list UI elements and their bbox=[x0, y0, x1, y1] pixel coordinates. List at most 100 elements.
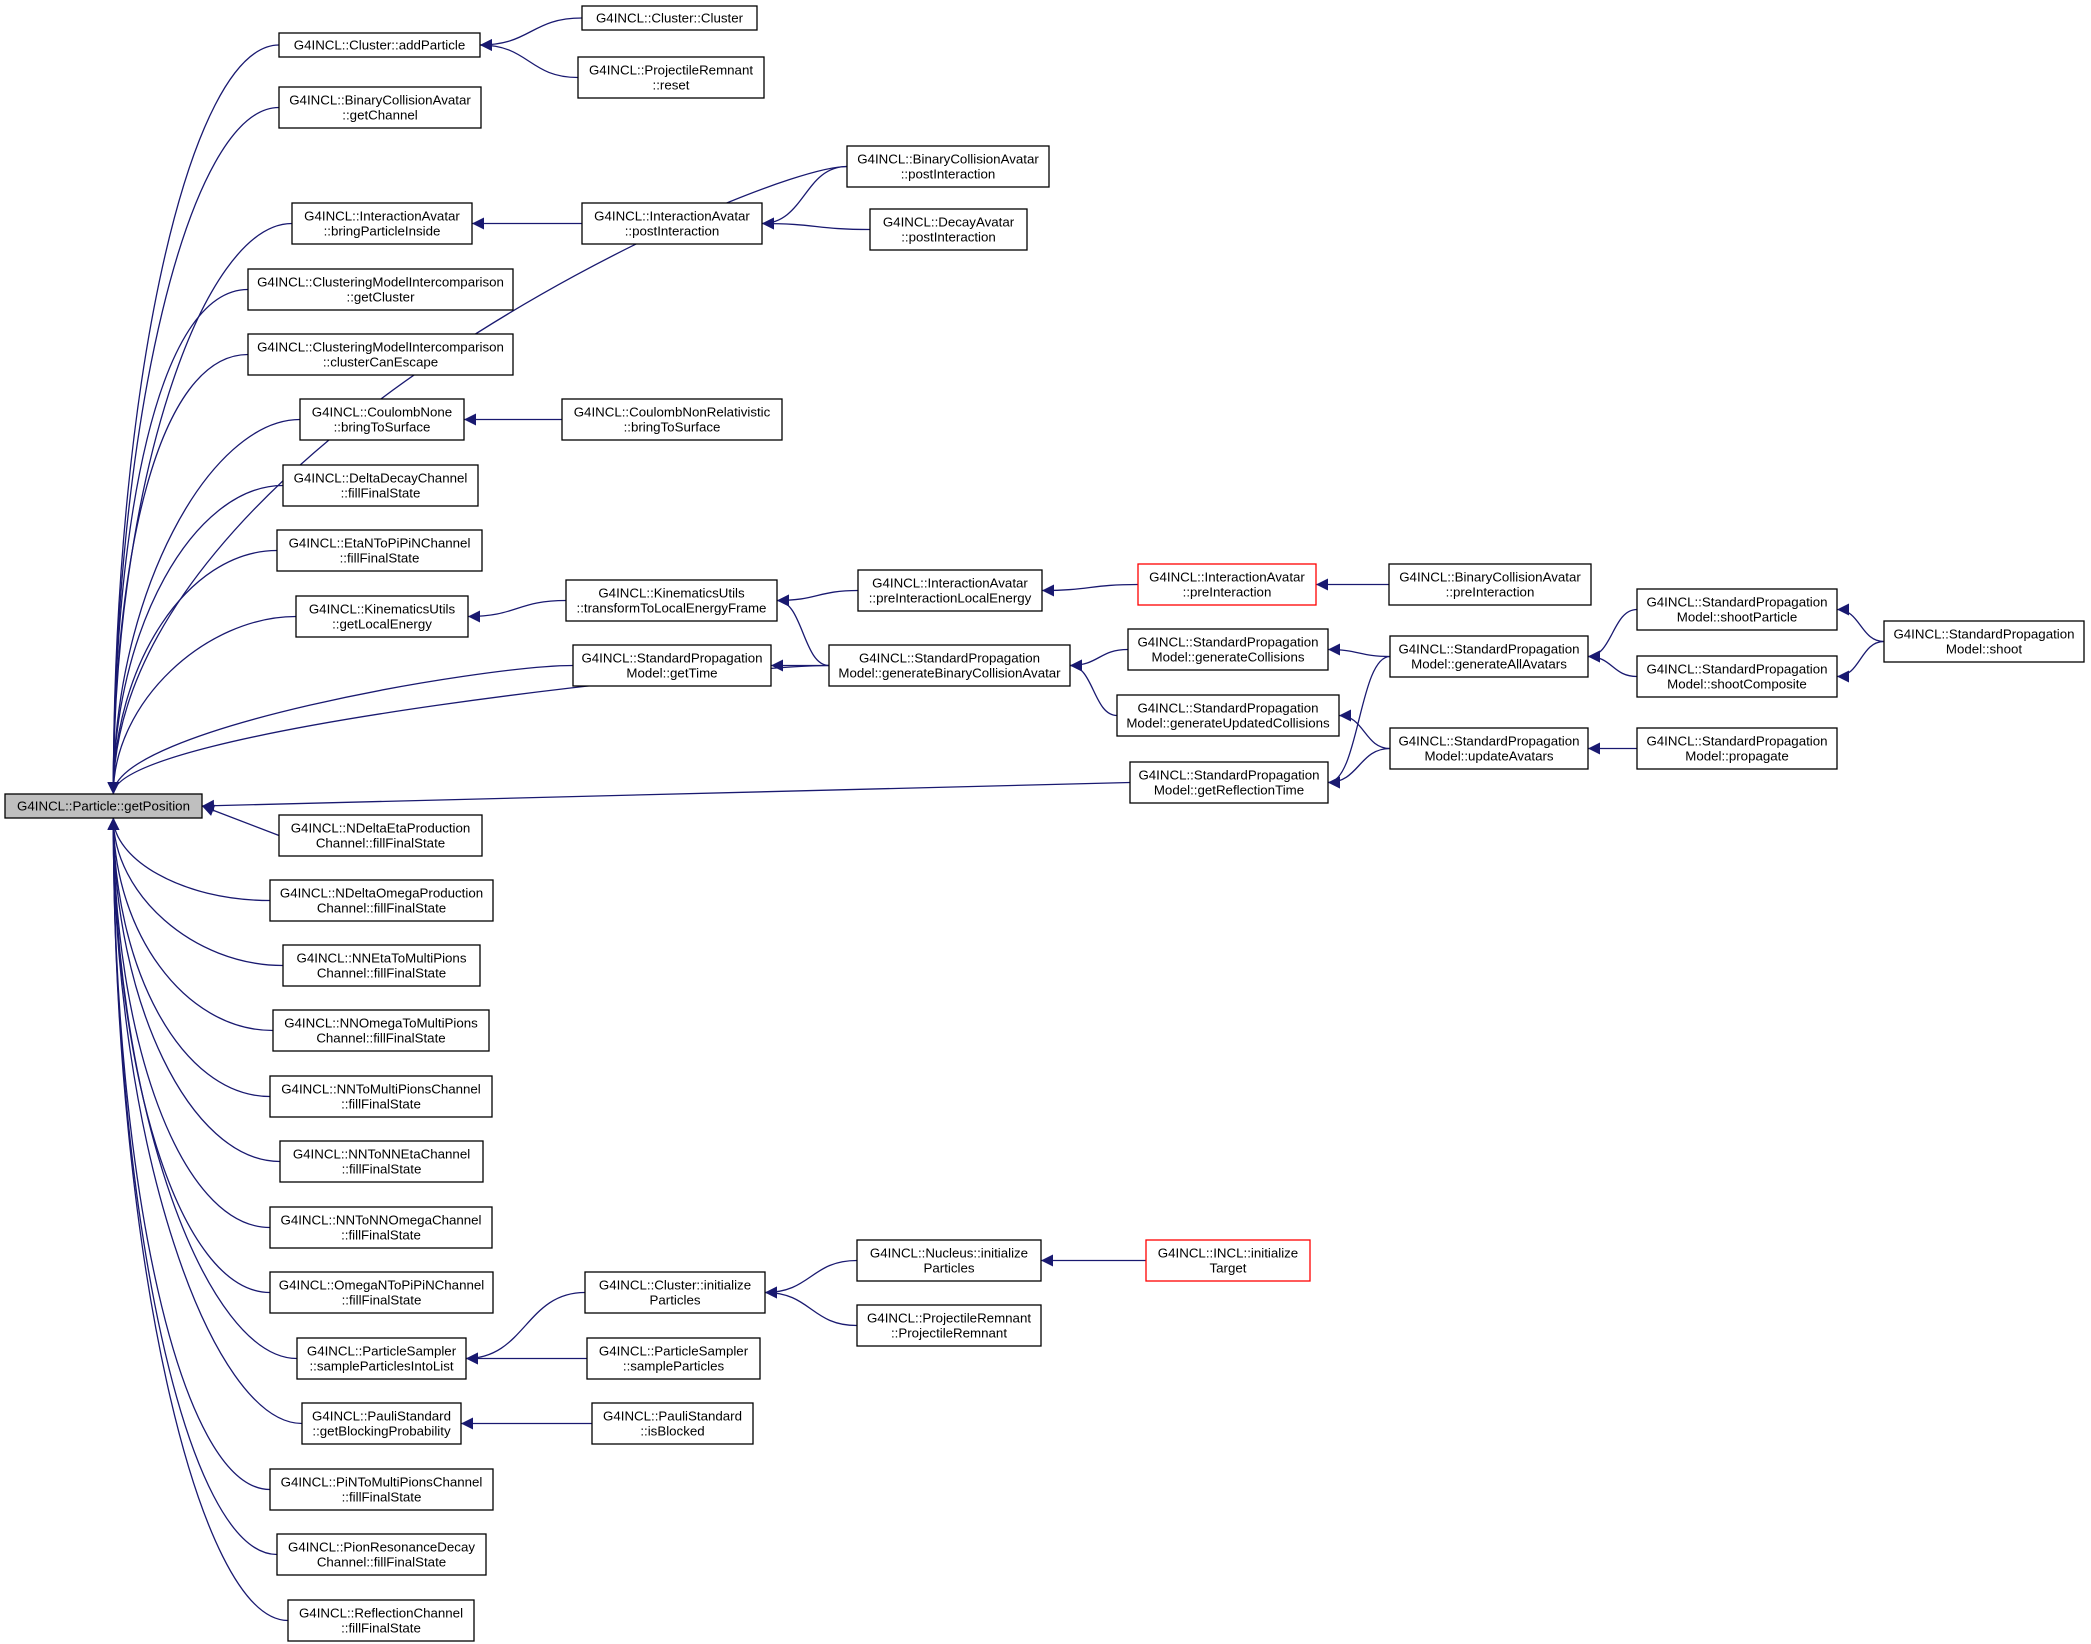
edge-prReset-to-addParticle bbox=[479, 39, 579, 79]
node-label: Model::generateUpdatedCollisions bbox=[1126, 716, 1330, 731]
node-kuTransform[interactable]: G4INCL::KinematicsUtils::transformToLoca… bbox=[565, 579, 778, 622]
node-label: G4INCL::Cluster::Cluster bbox=[596, 11, 744, 26]
node-label: ::bringToSurface bbox=[334, 420, 431, 435]
node-iaPreInteraction[interactable]: G4INCL::InteractionAvatar::preInteractio… bbox=[1137, 563, 1317, 606]
node-piNToMultiPions[interactable]: G4INCL::PiNToMultiPionsChannel::fillFina… bbox=[269, 1468, 494, 1511]
node-label: G4INCL::ProjectileRemnant bbox=[867, 1311, 1031, 1326]
node-clusterCtor[interactable]: G4INCL::Cluster::Cluster bbox=[581, 5, 758, 31]
node-ndEtaProd[interactable]: G4INCL::NDeltaEtaProductionChannel::fill… bbox=[278, 814, 483, 857]
node-label: Model::propagate bbox=[1685, 749, 1789, 764]
node-label: G4INCL::StandardPropagation bbox=[1137, 635, 1318, 650]
node-label: ::bringParticleInside bbox=[324, 224, 441, 239]
node-box bbox=[276, 1533, 487, 1576]
node-label: G4INCL::NNOmegaToMultiPions bbox=[284, 1016, 478, 1031]
node-ndOmegaProd[interactable]: G4INCL::NDeltaOmegaProductionChannel::fi… bbox=[269, 879, 494, 922]
node-cnrBringToSurface[interactable]: G4INCL::CoulombNonRelativistic::bringToS… bbox=[561, 398, 783, 441]
node-label: G4INCL::INCL::initialize bbox=[1158, 1246, 1298, 1261]
node-label: G4INCL::CoulombNonRelativistic bbox=[574, 405, 771, 420]
node-box bbox=[269, 1075, 493, 1118]
node-iaPostInteraction[interactable]: G4INCL::InteractionAvatar::postInteracti… bbox=[581, 202, 763, 245]
node-kuGetLocalEnergy[interactable]: G4INCL::KinematicsUtils::getLocalEnergy bbox=[295, 595, 469, 638]
node-spmGetTime[interactable]: G4INCL::StandardPropagationModel::getTim… bbox=[572, 644, 772, 687]
node-spmUpdateAvatars[interactable]: G4INCL::StandardPropagationModel::update… bbox=[1389, 727, 1589, 770]
node-pauliIsBlocked[interactable]: G4INCL::PauliStandard::isBlocked bbox=[591, 1402, 754, 1445]
node-omegaNToPiPiN[interactable]: G4INCL::OmegaNToPiPiNChannel::fillFinalS… bbox=[269, 1271, 494, 1314]
edge-spmGetTime-to-getPosition bbox=[107, 664, 574, 795]
node-etaNToPiPiN[interactable]: G4INCL::EtaNToPiPiNChannel::fillFinalSta… bbox=[276, 529, 483, 572]
node-box bbox=[586, 1337, 761, 1380]
node-spmShootComposite[interactable]: G4INCL::StandardPropagationModel::shootC… bbox=[1636, 655, 1838, 698]
node-prReset[interactable]: G4INCL::ProjectileRemnant::reset bbox=[577, 56, 765, 99]
node-psSampleParticlesIntoList[interactable]: G4INCL::ParticleSampler::sampleParticles… bbox=[296, 1337, 467, 1380]
node-box bbox=[869, 208, 1028, 251]
node-iaPreInteractionLocalEnergy[interactable]: G4INCL::InteractionAvatar::preInteractio… bbox=[857, 569, 1043, 612]
node-spmGenCollisions[interactable]: G4INCL::StandardPropagationModel::genera… bbox=[1127, 628, 1329, 671]
node-spmGenBCA[interactable]: G4INCL::StandardPropagationModel::genera… bbox=[828, 644, 1071, 687]
node-label: G4INCL::OmegaNToPiPiNChannel bbox=[279, 1278, 484, 1293]
node-label: ::fillFinalState bbox=[341, 1228, 421, 1243]
node-label: Model::generateBinaryCollisionAvatar bbox=[838, 666, 1061, 681]
node-cmiClusterCanEscape[interactable]: G4INCL::ClusteringModelIntercomparison::… bbox=[247, 333, 514, 376]
node-label: ::fillFinalState bbox=[340, 551, 420, 566]
node-label: G4INCL::StandardPropagation bbox=[581, 651, 762, 666]
node-spmShootParticle[interactable]: G4INCL::StandardPropagationModel::shootP… bbox=[1636, 588, 1838, 631]
node-nnToMultiPions[interactable]: G4INCL::NNToMultiPionsChannel::fillFinal… bbox=[269, 1075, 493, 1118]
node-label: G4INCL::StandardPropagation bbox=[1398, 734, 1579, 749]
edge-spmUpdateAvatars-to-spmGetReflectionTime bbox=[1327, 747, 1391, 789]
node-box bbox=[278, 86, 482, 129]
node-box bbox=[577, 56, 765, 99]
node-nnEtaToMultiPions[interactable]: G4INCL::NNEtaToMultiPionsChannel::fillFi… bbox=[282, 944, 481, 987]
edge-spmUpdateAvatars-to-spmGenUpdatedCollisions bbox=[1338, 709, 1391, 750]
node-box bbox=[1389, 635, 1589, 678]
node-cmiGetCluster[interactable]: G4INCL::ClusteringModelIntercomparison::… bbox=[247, 268, 514, 311]
node-psSampleParticles[interactable]: G4INCL::ParticleSampler::sampleParticles bbox=[586, 1337, 761, 1380]
node-box bbox=[269, 879, 494, 922]
node-box bbox=[291, 202, 473, 245]
node-label: G4INCL::InteractionAvatar bbox=[872, 576, 1028, 591]
node-nnOmegaToMultiPions[interactable]: G4INCL::NNOmegaToMultiPionsChannel::fill… bbox=[272, 1009, 490, 1052]
node-iaBringParticleInside[interactable]: G4INCL::InteractionAvatar::bringParticle… bbox=[291, 202, 473, 245]
node-bcaPostInteraction[interactable]: G4INCL::BinaryCollisionAvatar::postInter… bbox=[846, 145, 1050, 188]
node-box bbox=[282, 944, 481, 987]
node-label: ::preInteraction bbox=[1183, 585, 1272, 600]
node-spmGenUpdatedCollisions[interactable]: G4INCL::StandardPropagationModel::genera… bbox=[1116, 694, 1340, 737]
node-pionResDecay[interactable]: G4INCL::PionResonanceDecayChannel::fillF… bbox=[276, 1533, 487, 1576]
edge-ndEtaProd-to-getPosition bbox=[201, 804, 280, 837]
node-label: ::transformToLocalEnergyFrame bbox=[577, 601, 767, 616]
node-box bbox=[856, 1304, 1042, 1347]
node-addParticle[interactable]: G4INCL::Cluster::addParticle bbox=[278, 32, 481, 58]
node-label: Particles bbox=[650, 1293, 701, 1308]
node-spmGenAllAvatars[interactable]: G4INCL::StandardPropagationModel::genera… bbox=[1389, 635, 1589, 678]
node-daPostInteraction[interactable]: G4INCL::DecayAvatar::postInteraction bbox=[869, 208, 1028, 251]
node-spmGetReflectionTime[interactable]: G4INCL::StandardPropagationModel::getRef… bbox=[1129, 761, 1329, 804]
edge-spmShoot-to-spmShootComposite bbox=[1836, 640, 1885, 683]
node-bcaPreInteraction[interactable]: G4INCL::BinaryCollisionAvatar::preIntera… bbox=[1388, 563, 1592, 606]
node-label: ::getLocalEnergy bbox=[332, 617, 432, 632]
node-label: ::preInteraction bbox=[1446, 585, 1535, 600]
edge-deltaDecay-to-getPosition bbox=[107, 484, 284, 795]
node-pauliGetBlocking[interactable]: G4INCL::PauliStandard::getBlockingProbab… bbox=[301, 1402, 462, 1445]
node-label: G4INCL::EtaNToPiPiNChannel bbox=[289, 536, 471, 551]
node-label: Model::generateAllAvatars bbox=[1411, 657, 1567, 672]
node-reflection[interactable]: G4INCL::ReflectionChannel::fillFinalStat… bbox=[287, 1599, 475, 1642]
node-label: ::isBlocked bbox=[640, 1424, 704, 1439]
node-deltaDecay[interactable]: G4INCL::DeltaDecayChannel::fillFinalStat… bbox=[282, 464, 479, 507]
node-box bbox=[301, 1402, 462, 1445]
node-spmPropagate[interactable]: G4INCL::StandardPropagationModel::propag… bbox=[1636, 727, 1838, 770]
node-getPosition[interactable]: G4INCL::Particle::getPosition bbox=[4, 793, 203, 819]
node-nnToNNOmega[interactable]: G4INCL::NNToNNOmegaChannel::fillFinalSta… bbox=[269, 1206, 493, 1249]
node-label: G4INCL::PauliStandard bbox=[312, 1409, 451, 1424]
node-label: Model::generateCollisions bbox=[1152, 650, 1305, 665]
node-bcaGetChannel[interactable]: G4INCL::BinaryCollisionAvatar::getChanne… bbox=[278, 86, 482, 129]
node-cnBringToSurface[interactable]: G4INCL::CoulombNone::bringToSurface bbox=[299, 398, 465, 441]
edge-reflection-to-getPosition bbox=[107, 817, 289, 1622]
node-nnToNNEta[interactable]: G4INCL::NNToNNEtaChannel::fillFinalState bbox=[279, 1140, 484, 1183]
node-box bbox=[1137, 563, 1317, 606]
node-prCtor[interactable]: G4INCL::ProjectileRemnant::ProjectileRem… bbox=[856, 1304, 1042, 1347]
node-label: ::clusterCanEscape bbox=[323, 355, 438, 370]
node-label: Channel::fillFinalState bbox=[316, 1031, 445, 1046]
